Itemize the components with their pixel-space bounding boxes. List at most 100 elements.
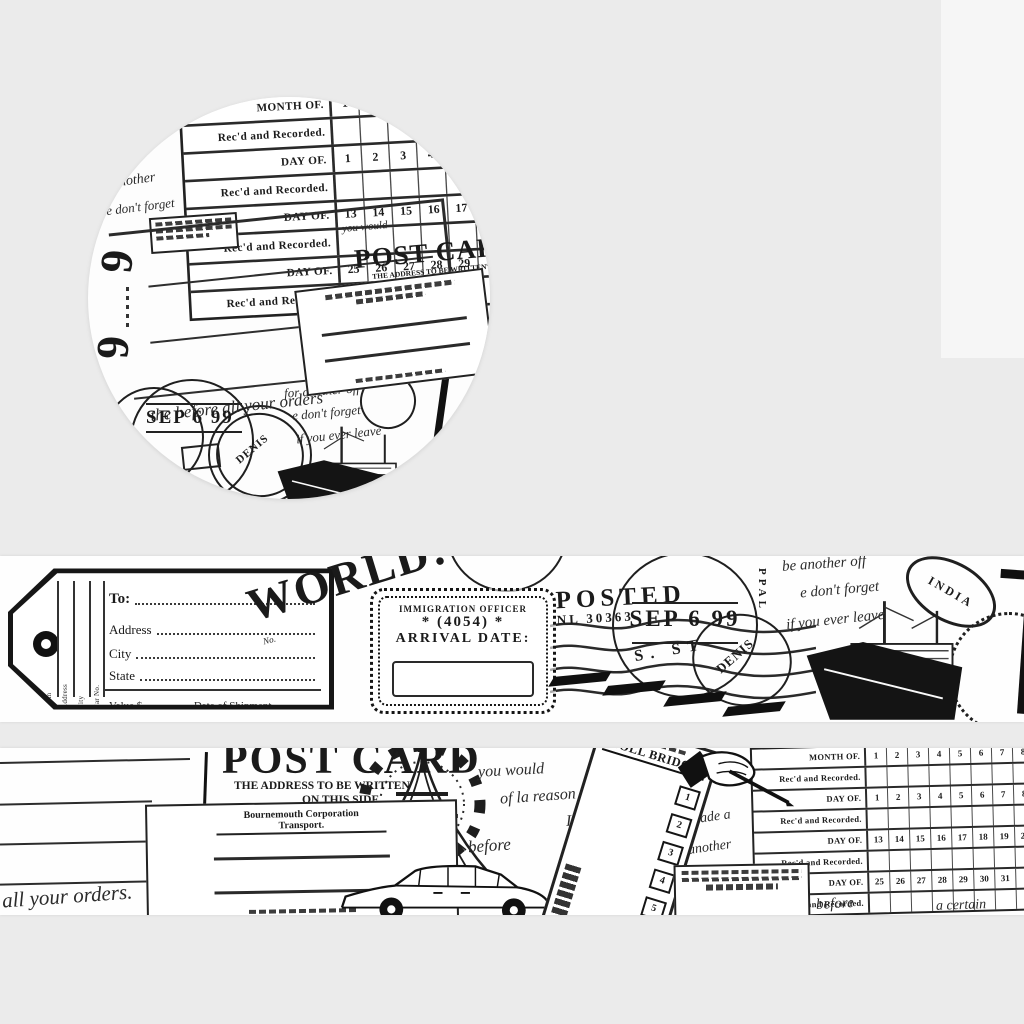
day-cell: 2 (886, 787, 909, 808)
day-cell: 18 (971, 827, 994, 847)
day-cell: 6 (468, 97, 490, 110)
card-line (321, 316, 467, 337)
day-cell: 5 (443, 139, 473, 167)
empty-cell (907, 766, 929, 786)
ocean-liner-icon (277, 426, 406, 499)
field-label: Address (109, 622, 152, 637)
day-cell: 3 (385, 97, 415, 114)
postmark-date: SEP 6 99 (146, 407, 234, 428)
field-line (156, 621, 315, 635)
day-cell: 18 (473, 193, 490, 221)
empty-cell (389, 170, 419, 197)
empty-cell (469, 110, 490, 138)
tag-field-state: State (109, 667, 315, 684)
india-stamp-text: INDIA (925, 572, 977, 611)
field-line (140, 667, 315, 681)
day-cell: 13 (873, 834, 883, 845)
toll-number-cell: 5 (640, 896, 668, 915)
handwriting: be another off (781, 556, 867, 575)
field-label: To: (109, 591, 131, 607)
tag-vertical-label: Address (61, 683, 69, 709)
toll-number-cell: 4 (648, 868, 676, 894)
day-cell: 15 (909, 829, 931, 849)
day-cell: 26 (889, 871, 911, 892)
day-cell: 30 (973, 869, 995, 889)
empty-cell (972, 848, 995, 868)
day-cell: 2 (360, 144, 390, 171)
small-ticket-label (673, 862, 811, 915)
ruled-line (0, 800, 153, 806)
day-cell: 1 (344, 151, 352, 165)
day-cell (1015, 868, 1024, 888)
empty-cell (472, 166, 490, 193)
field-line (135, 591, 315, 605)
empty-cell (909, 850, 932, 870)
day-cell: 3 (387, 142, 417, 170)
day-cell: 6 (969, 748, 992, 763)
empty-cell (886, 766, 908, 787)
postmark-side-letters: PPAL (756, 568, 768, 612)
day-cell: 6 (471, 138, 490, 165)
day-cell: 28 (931, 870, 953, 891)
empty-cell (949, 764, 971, 785)
field-line (147, 695, 186, 705)
dotted-marks (126, 287, 129, 327)
hand-with-pen-icon (677, 750, 795, 807)
field-label: Value $ (109, 700, 143, 712)
card-title: Transport. (216, 818, 387, 836)
empty-cell (358, 116, 388, 143)
partial-stamp-arc (446, 556, 568, 592)
shipping-tag: From Address City Car No. To: Address Ci… (8, 568, 334, 712)
postcard-subtitle: THE ADDRESS TO BE WRITTEN (234, 780, 410, 792)
empty-cell (417, 168, 447, 196)
day-cell: 25 (874, 876, 884, 887)
postmark-line (632, 602, 738, 604)
immigration-line1: IMMIGRATION OFFICER (398, 604, 528, 614)
ruled-line (0, 840, 150, 846)
dotted-chain (421, 441, 434, 487)
day-cell: 1 (874, 792, 880, 803)
field-line (276, 695, 315, 705)
day-cell: 5 (948, 748, 971, 764)
empty-cell (866, 767, 886, 787)
immigration-line2: * (4054) * (421, 614, 505, 630)
empty-cell (993, 847, 1016, 868)
row-label: DAY OF. (827, 834, 863, 846)
day-cell: 3 (906, 748, 929, 765)
empty-cell (361, 171, 391, 199)
label-fineprint (681, 875, 802, 883)
transport-card-mini (294, 267, 490, 397)
day-cell: 4 (412, 97, 442, 113)
day-cell: 4 (415, 141, 445, 168)
day-cell: 2 (357, 97, 387, 116)
tag-field-value: Value $ Date of Shipment (109, 695, 315, 712)
day-cell: 4 (928, 786, 951, 807)
toll-number-cell: 2 (665, 812, 693, 839)
postmark-line (146, 431, 242, 433)
field-label: State (109, 668, 135, 683)
day-cell: 31 (994, 868, 1016, 889)
tape-strip-bottom: all your orders. POST CARD THE ADDRESS T… (0, 748, 1024, 915)
tag-line (105, 689, 321, 691)
vintage-car-icon (340, 864, 551, 915)
day-cell: 5 (949, 785, 972, 806)
day-cell: 3 (907, 787, 930, 807)
empty-cell (414, 113, 444, 141)
ship-stamp-name: DENIS (712, 635, 757, 677)
postcard-divider (203, 751, 208, 807)
field-label: City (109, 646, 132, 661)
empty-cell (441, 112, 471, 139)
day-cell: 4 (927, 748, 950, 765)
day-cell: 5 (440, 97, 470, 111)
handwriting: you would (477, 760, 545, 781)
empty-cell (908, 808, 930, 828)
label-fineprint (681, 868, 802, 876)
field-label: Date of Shipment (193, 700, 272, 712)
empty-cell (870, 893, 890, 913)
empty-cell (970, 764, 992, 784)
tag-rule (73, 581, 75, 697)
tag-rule (57, 581, 59, 697)
day-cell: 14 (888, 829, 910, 850)
